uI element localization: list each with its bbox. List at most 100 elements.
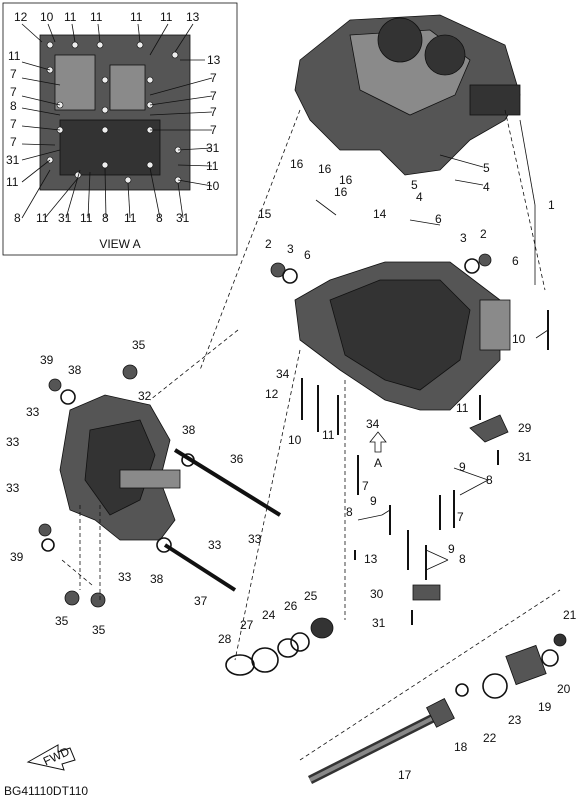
callout-label: 33 [6, 481, 20, 495]
assembly-lines [61, 109, 561, 761]
callout-label: 15 [258, 207, 272, 221]
callout-label: 38 [182, 423, 196, 437]
callout-label: 6 [435, 212, 442, 226]
view-a-title: VIEW A [99, 237, 140, 251]
callout-label: 33 [208, 538, 222, 552]
view-a-callout-label: 7 [210, 123, 217, 137]
view-a-arrow: A [369, 431, 387, 470]
view-a-callout-label: 11 [36, 211, 49, 225]
callout-labels: 1 2 2 3 3 4 4 5 5 6 6 6 7 7 8 8 8 9 9 9 … [6, 157, 577, 782]
view-a-callout-label: 8 [156, 211, 163, 225]
view-a-callout-label: 10 [206, 179, 220, 193]
view-a-recess-right [109, 64, 146, 111]
view-a-callout-label: 11 [64, 10, 77, 24]
callout-label: 18 [454, 740, 468, 754]
callout-label: 22 [483, 731, 497, 745]
view-a-callout-label: 13 [207, 53, 221, 67]
view-a-callout-label: 31 [6, 153, 20, 167]
view-a-callout-label: 11 [90, 10, 103, 24]
callout-label: 21 [563, 608, 577, 622]
callout-label: 36 [230, 452, 244, 466]
diagram-code: BG41110DT110 [4, 784, 88, 798]
long-bolts [163, 448, 282, 592]
callout-label: 17 [398, 768, 412, 782]
callout-label: 10 [512, 332, 526, 346]
view-a-callout-label: 11 [6, 175, 19, 189]
callout-label: 35 [132, 338, 146, 352]
view-a-callout-label: 31 [206, 141, 220, 155]
view-a-callout-label: 31 [176, 211, 190, 225]
callout-label: 4 [483, 180, 490, 194]
callout-label: 30 [370, 587, 384, 601]
view-a-callout-label: 8 [14, 211, 21, 225]
callout-label: 25 [304, 589, 318, 603]
view-a-callout-label: 12 [14, 10, 28, 24]
view-a-callout-label: 7 [210, 71, 217, 85]
callout-label: 35 [55, 614, 69, 628]
left-bracket-assembly [59, 394, 181, 541]
view-a-callout-label: 11 [8, 49, 21, 63]
callout-label: 14 [373, 207, 387, 221]
view-a-callout-label: 7 [10, 117, 17, 131]
callout-label: 34 [366, 417, 380, 431]
callout-label: 27 [240, 618, 254, 632]
callout-label: 20 [557, 682, 571, 696]
callout-label: 7 [457, 510, 464, 524]
view-a-bolt-holes [46, 41, 182, 184]
view-a-callout-label: 11 [124, 211, 137, 225]
lower-crankcase [294, 261, 511, 411]
shaft-assembly [307, 698, 455, 785]
view-a-callout-label: 7 [10, 135, 17, 149]
callout-label: 31 [372, 616, 386, 630]
view-a-recess-left [54, 54, 96, 111]
callout-label: 4 [416, 190, 423, 204]
main-leaders [315, 119, 549, 571]
callout-label: 33 [26, 405, 40, 419]
view-a-callout-label: 11 [130, 10, 143, 24]
view-a-callout-label: 7 [10, 67, 17, 81]
view-a-callout-label: 11 [160, 10, 173, 24]
callout-label: 7 [362, 479, 369, 493]
callout-label: 31 [518, 450, 532, 464]
callout-label: 34 [276, 367, 290, 381]
callout-label: 3 [460, 231, 467, 245]
callout-label: 6 [512, 254, 519, 268]
callout-label: 11 [322, 428, 335, 442]
view-a-inset: VIEW A [2, 2, 238, 256]
callout-label: 33 [248, 532, 262, 546]
callout-label: 16 [339, 173, 353, 187]
callout-label: 16 [290, 157, 304, 171]
callout-label: 1 [548, 198, 555, 212]
callout-label: 8 [459, 552, 466, 566]
callout-label: 24 [262, 608, 276, 622]
callout-label: 28 [218, 632, 232, 646]
view-a-callout-label: 7 [10, 85, 17, 99]
bolts [301, 310, 549, 625]
view-a-callout-labels: 12 10 11 11 11 11 13 11 13 7 7 7 7 8 7 7… [6, 10, 221, 225]
fwd-arrow: FWD [26, 744, 76, 771]
small-parts [38, 253, 509, 608]
callout-label: 38 [150, 572, 164, 586]
callout-label: 3 [287, 242, 294, 256]
callout-label: 39 [40, 353, 54, 367]
callout-label: 5 [483, 161, 490, 175]
callout-label: 9 [459, 460, 466, 474]
callout-label: 39 [10, 550, 24, 564]
view-a-callout-label: 13 [186, 10, 200, 24]
view-a-leaders [21, 23, 213, 219]
view-a-callout-label: 11 [80, 211, 93, 225]
callout-label: 35 [92, 623, 106, 637]
callout-label: 12 [265, 387, 279, 401]
callout-label: 32 [138, 389, 152, 403]
callout-label: 8 [486, 473, 493, 487]
callout-label: 11 [456, 401, 469, 415]
callout-label: 37 [194, 594, 208, 608]
callout-label: 16 [334, 185, 348, 199]
callout-label: 10 [288, 433, 302, 447]
callout-label: 2 [265, 237, 272, 251]
callout-label: 16 [318, 162, 332, 176]
view-a-callout-label: 7 [210, 89, 217, 103]
callout-label: 6 [304, 248, 311, 262]
upper-crankcase [294, 14, 521, 176]
view-a-callout-label: 7 [210, 105, 217, 119]
